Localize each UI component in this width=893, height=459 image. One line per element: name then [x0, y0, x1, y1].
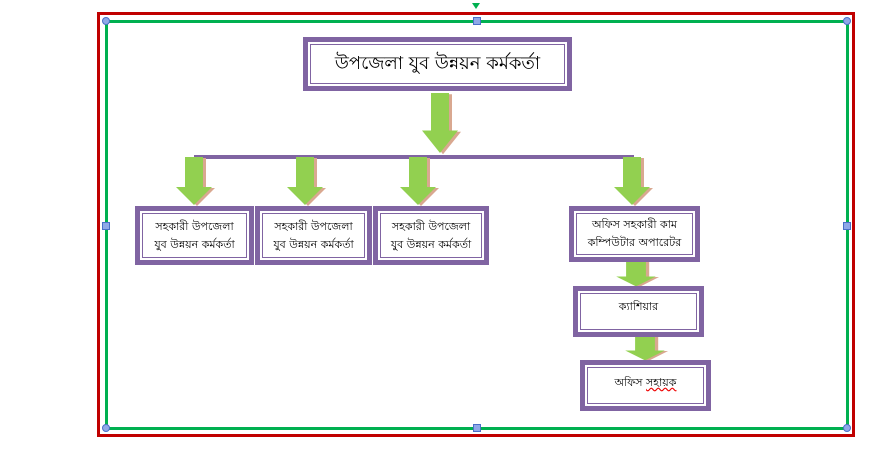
rotate-handle[interactable] — [472, 3, 480, 9]
resize-handle[interactable] — [843, 424, 851, 432]
resize-handle[interactable] — [102, 424, 110, 432]
down-arrow — [614, 157, 653, 206]
cashier-label: ক্যাশিয়ার — [580, 293, 697, 330]
outer-frame — [97, 12, 855, 437]
box-line: অফিস সহকারী কাম — [591, 218, 678, 231]
resize-handle[interactable] — [843, 17, 851, 25]
head-label: উপজেলা যুব উন্নয়ন কর্মকর্তা — [310, 44, 565, 84]
down-arrow-main — [422, 93, 461, 155]
resize-handle[interactable] — [473, 17, 481, 25]
head-box: উপজেলা যুব উন্নয়ন কর্মকর্তা — [303, 37, 572, 91]
resize-handle[interactable] — [102, 222, 110, 230]
box-line: কম্পিউটার অপারেটর — [587, 236, 682, 249]
box-line: যুব উন্নয়ন কর্মকর্তা — [154, 237, 235, 251]
box-line: সহকারী উপজেলা — [274, 219, 353, 233]
box-line: সহকারী উপজেলা — [391, 219, 471, 233]
cashier-box: ক্যাশিয়ার — [573, 286, 704, 337]
box-word: অফিস — [614, 376, 643, 389]
down-arrow — [287, 157, 326, 206]
down-arrow — [400, 157, 439, 206]
box-word-misspelled: সহায়ক — [646, 376, 677, 389]
resize-handle[interactable] — [102, 17, 110, 25]
box-line: সহকারী উপজেলা — [155, 219, 234, 233]
resize-handle[interactable] — [473, 424, 481, 432]
resize-handle[interactable] — [843, 222, 851, 230]
box-line: যুব উন্নয়ন কর্মকর্তা — [273, 237, 354, 251]
down-arrow — [616, 260, 660, 287]
box-line: যুব উন্নয়ন কর্মকর্তা — [390, 237, 472, 251]
operator-box: অফিস সহকারী কাম কম্পিউটার অপারেটর — [569, 206, 700, 262]
down-arrow — [176, 157, 215, 206]
assistant-officer-box: সহকারী উপজেলা যুব উন্নয়ন কর্মকর্তা — [373, 206, 489, 265]
assistant-officer-box: সহকারী উপজেলা যুব উন্নয়ন কর্মকর্তা — [135, 206, 254, 265]
office-assistant-box: অফিস সহায়ক — [580, 360, 711, 411]
down-arrow — [625, 334, 669, 361]
assistant-officer-box: সহকারী উপজেলা যুব উন্নয়ন কর্মকর্তা — [255, 206, 372, 265]
